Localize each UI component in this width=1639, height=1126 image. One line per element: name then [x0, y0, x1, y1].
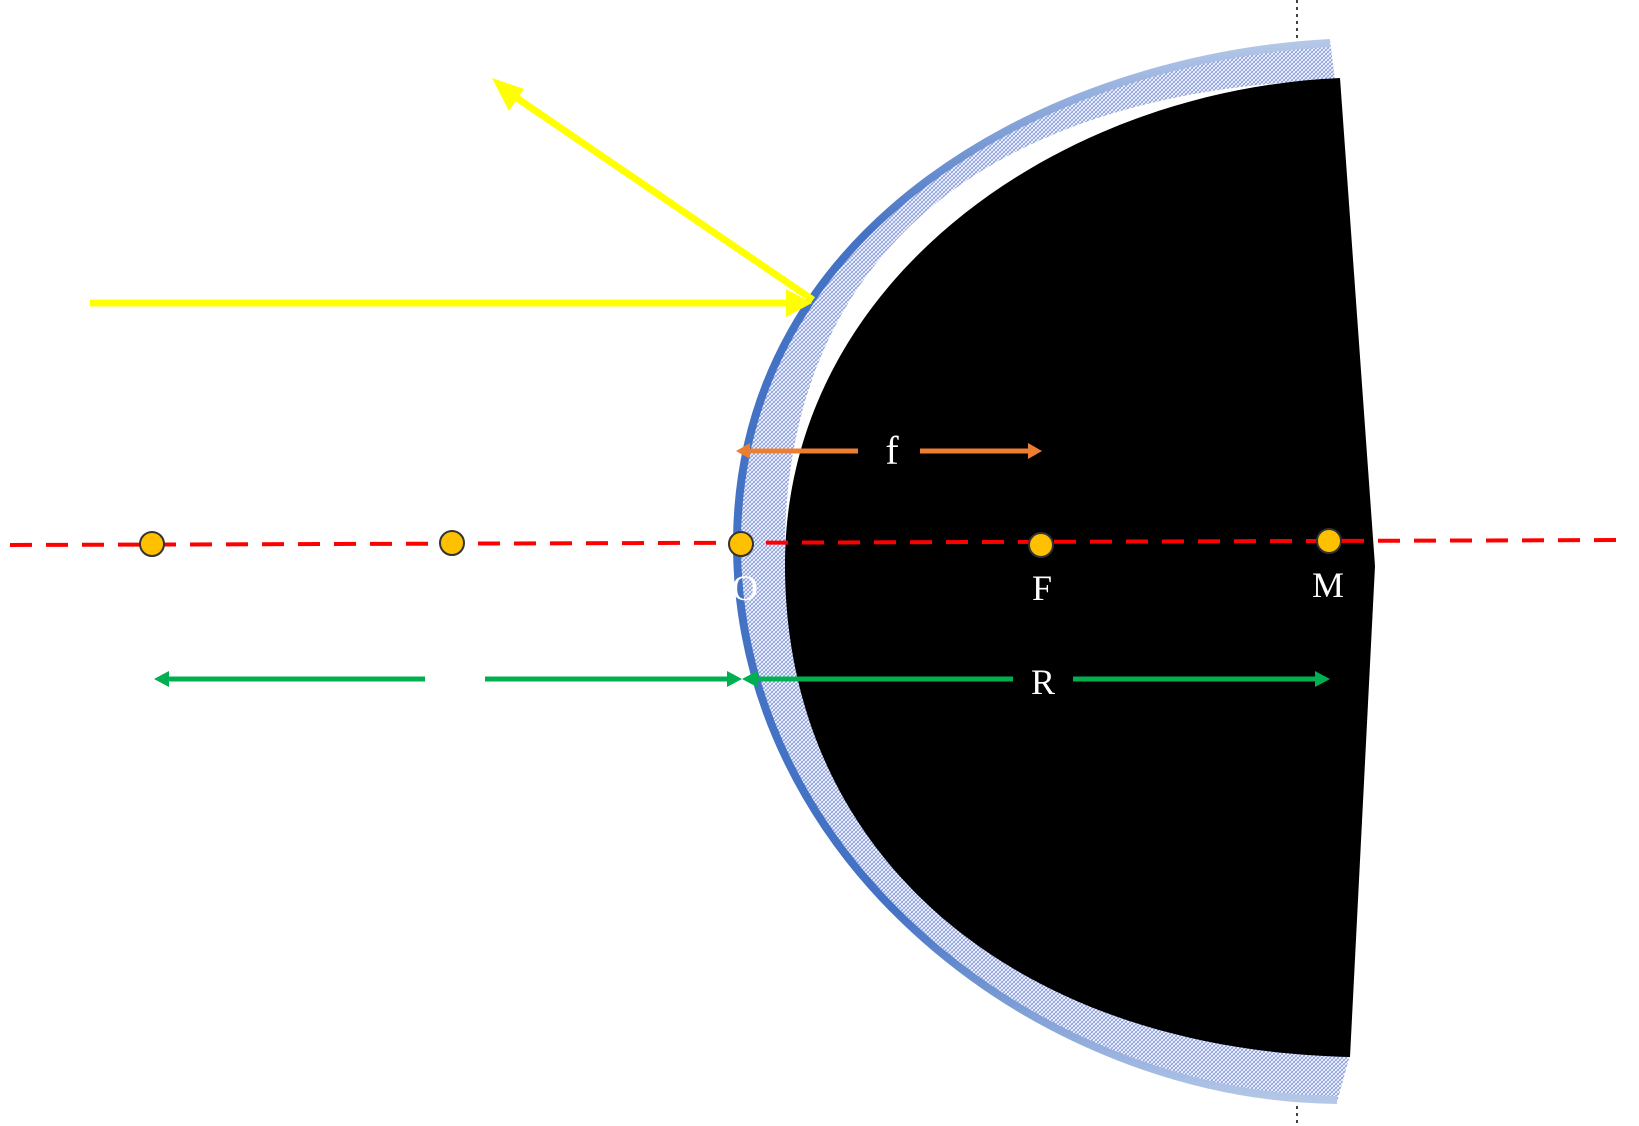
optical-axis — [9, 538, 1631, 547]
radius-dimension: R — [154, 662, 1330, 702]
focus-point — [1028, 532, 1054, 558]
radius-dim-far-left-arrowhead — [154, 671, 169, 687]
radius-label: R — [1031, 662, 1055, 702]
mirror-body — [785, 78, 1375, 1057]
focal-length-dimension: f — [736, 428, 1042, 473]
reflected-ray-line — [503, 87, 815, 303]
focal-length-label: f — [885, 428, 899, 473]
radius-dim-right-arrowhead — [1315, 671, 1330, 687]
focal-dim-left-arrowhead — [736, 443, 750, 459]
radius-dim-left-arrowhead — [727, 671, 742, 687]
axis-point-left — [439, 530, 465, 556]
incident-ray — [90, 289, 812, 317]
reflected-ray — [492, 78, 815, 303]
axis-point-far-left — [139, 531, 165, 557]
center-point — [1316, 528, 1342, 554]
focal-dim-right-arrowhead — [1028, 443, 1042, 459]
focus-label: F — [1032, 568, 1052, 608]
center-label: M — [1312, 565, 1344, 605]
radius-dim-mid-arrowhead — [742, 671, 757, 687]
incident-ray-arrow — [786, 289, 812, 317]
reflected-ray-arrow — [492, 78, 524, 111]
vertex-point — [728, 531, 754, 557]
vertex-label: O — [732, 568, 758, 608]
